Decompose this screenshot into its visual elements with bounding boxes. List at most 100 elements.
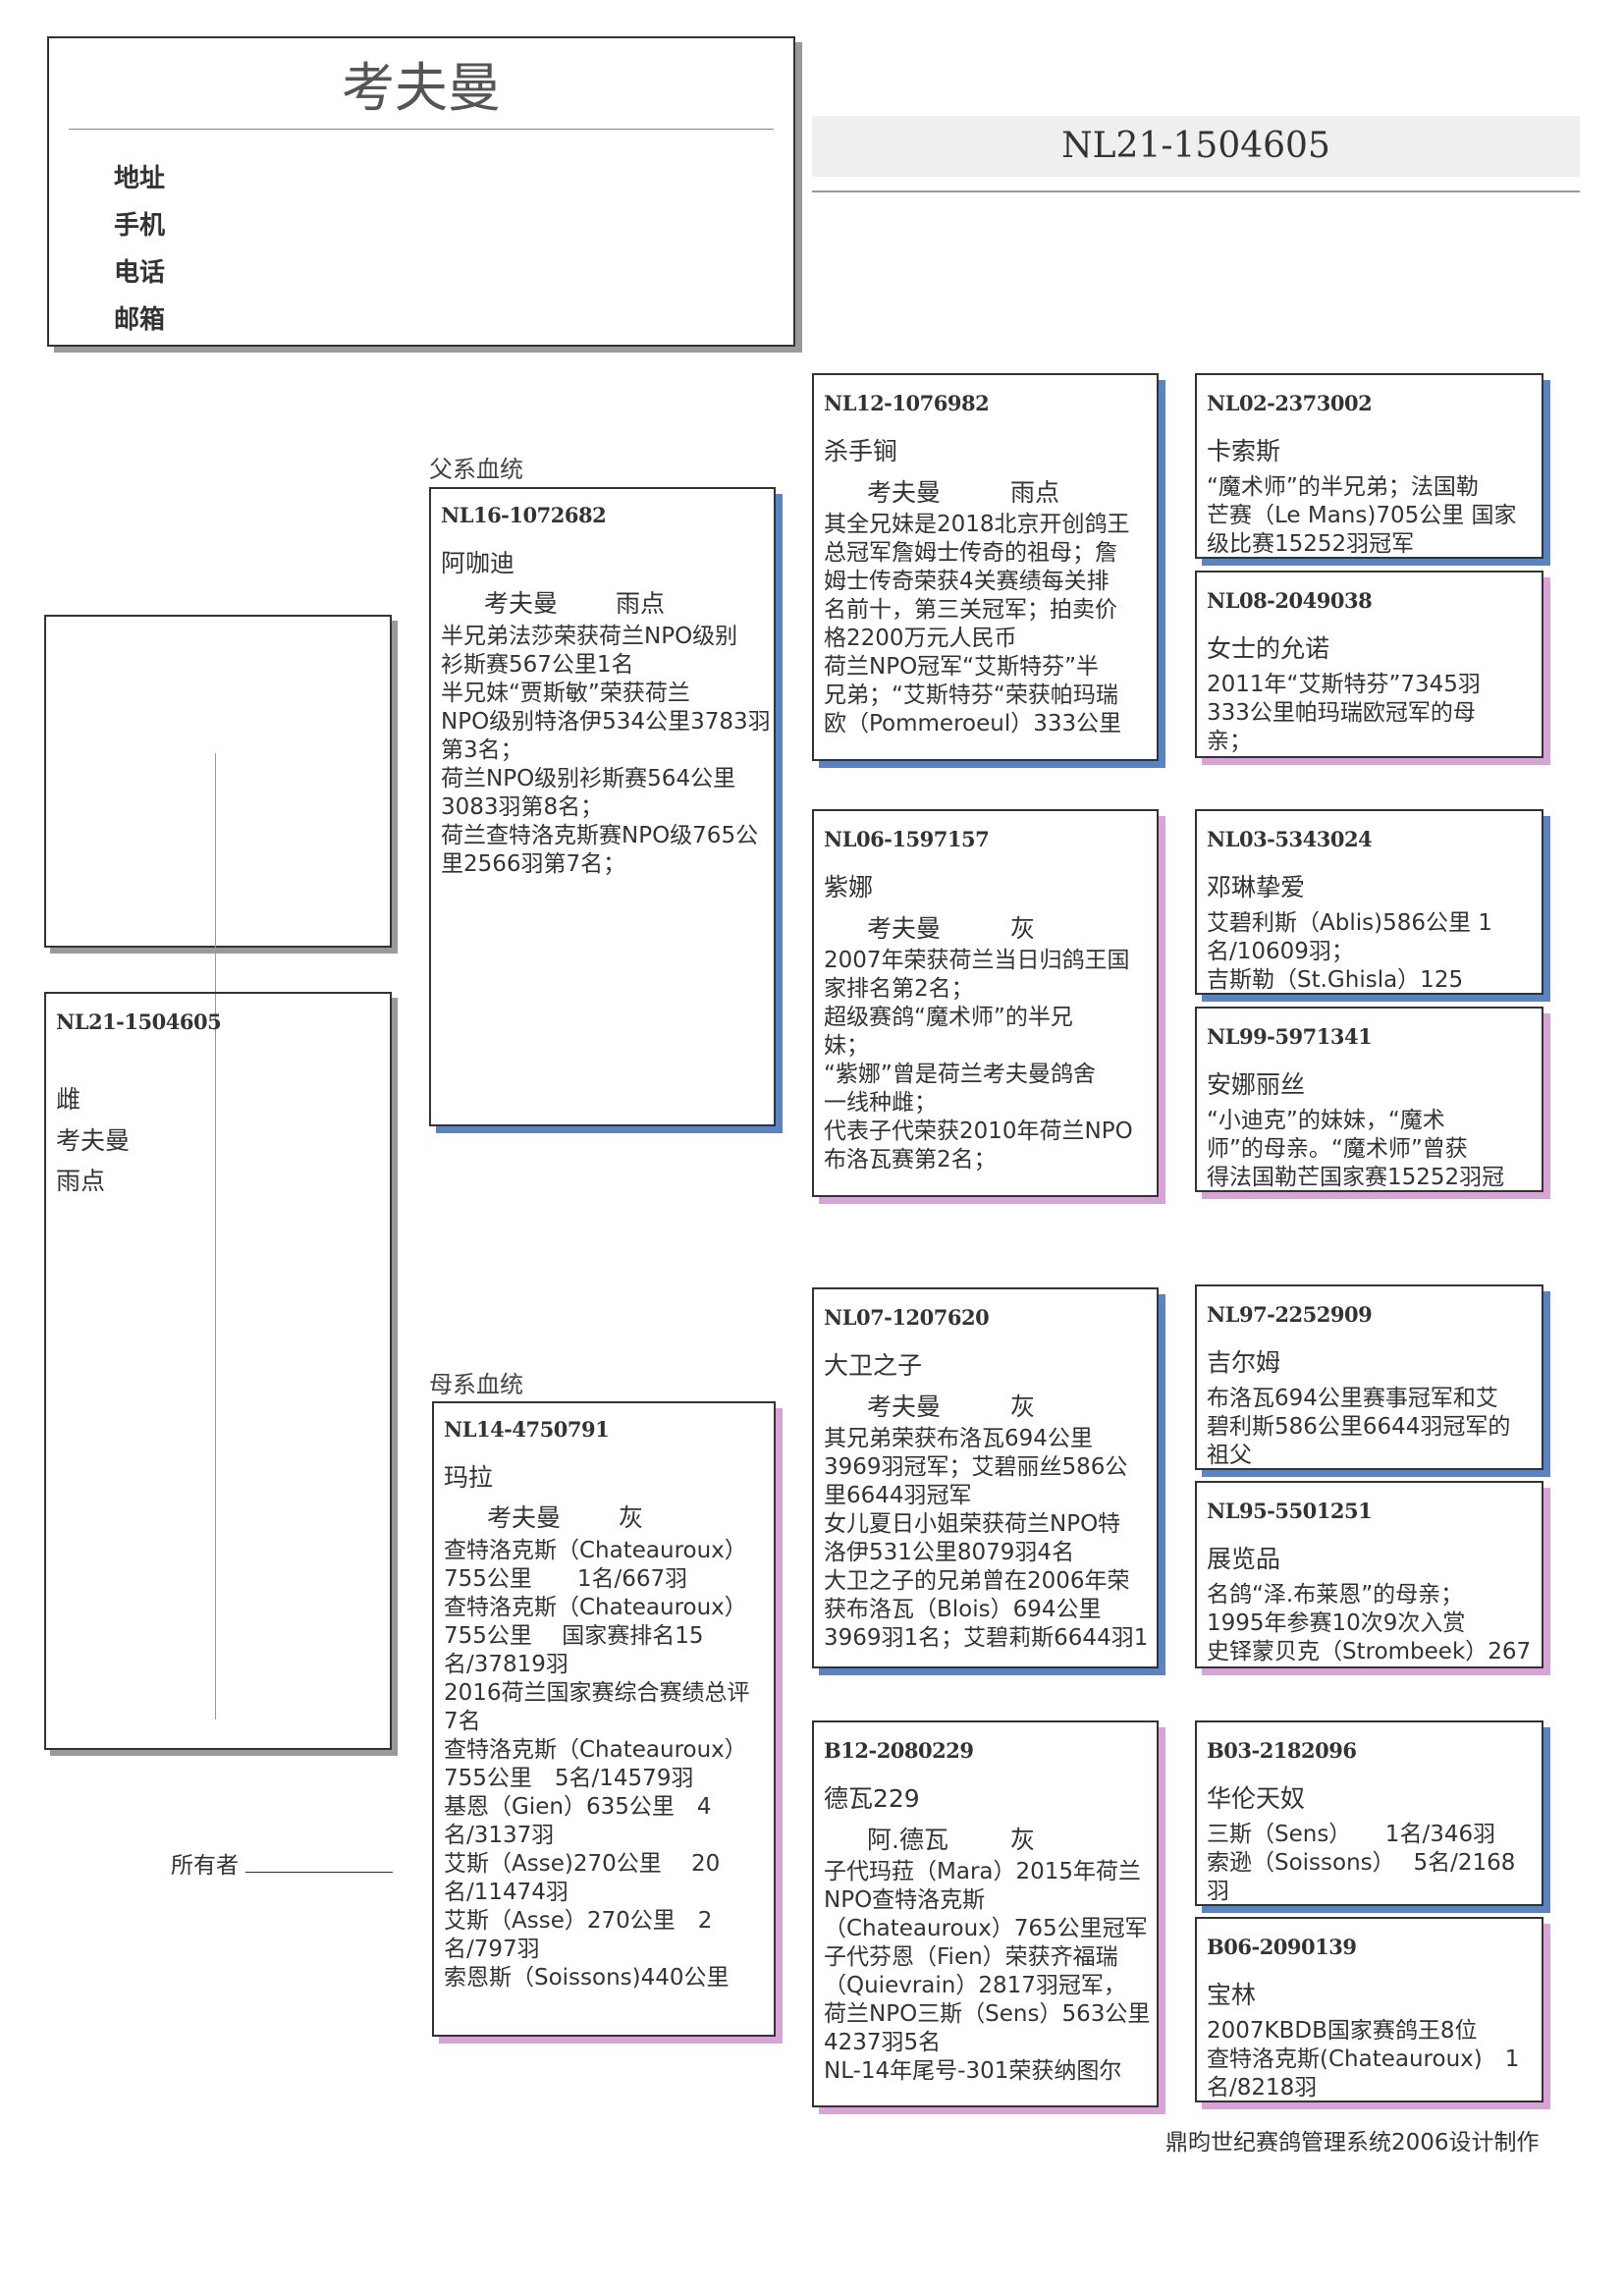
note-line: 基恩（Gien）635公里 4: [444, 1794, 712, 1820]
owner-signature-line: [245, 1872, 394, 1873]
breeder-name: 阿.德瓦: [867, 1826, 948, 1854]
note-line: “魔术师”的半兄弟；法国勒: [1207, 474, 1479, 500]
pigeon-name: 女士的允诺: [1207, 634, 1330, 663]
achievement-notes: 名鸽“泽.布莱恩”的母亲；1995年参赛10次9次入赏史铎蒙贝克（Strombe…: [1207, 1581, 1536, 1666]
note-line: 羽: [1207, 1879, 1229, 1904]
achievement-notes: 查特洛克斯（Chateauroux）755公里 1名/667羽查特洛克斯（Cha…: [444, 1537, 768, 1992]
note-line: 名/11474羽: [444, 1880, 568, 1905]
pigeon-name: 安娜丽丝: [1207, 1070, 1306, 1099]
note-line: 2016荷兰国家赛综合赛绩总评: [444, 1680, 750, 1706]
plumage-color: 灰: [1010, 1392, 1036, 1421]
sire-line-label: 父系血统: [429, 456, 523, 483]
note-line: 洛伊531公里8079羽4名: [824, 1540, 1075, 1565]
pigeon-name: 邓琳挚爱: [1207, 873, 1306, 901]
pedigree-divider: [812, 191, 1580, 192]
header-divider: [69, 129, 774, 130]
pigeon-name: 玛拉: [444, 1463, 494, 1492]
note-line: 荷兰NPO冠军“艾斯特芬”半: [824, 654, 1100, 680]
note-line: 里6644羽冠军: [824, 1483, 972, 1508]
owner-signature-field: 所有者: [171, 1846, 394, 1880]
note-line: 级比赛15252羽冠军: [1207, 531, 1415, 557]
note-line: 名/3137羽: [444, 1823, 555, 1848]
pigeon-name: 吉尔姆: [1207, 1348, 1281, 1377]
ring-number: B12-2080229: [824, 1738, 974, 1763]
note-line: 755公里 1名/667羽: [444, 1566, 688, 1592]
note-line: 总冠军詹姆士传奇的祖母；詹: [824, 540, 1117, 566]
note-line: 师”的母亲。“魔术师”曾获: [1207, 1136, 1468, 1162]
breeder-name: 考夫曼: [484, 589, 559, 618]
plumage-color: 雨点: [616, 589, 666, 618]
note-line: 755公里 国家赛排名15: [444, 1623, 704, 1649]
note-line: 一线种雌；: [824, 1090, 937, 1116]
note-line: 得法国勒芒国家赛15252羽冠: [1207, 1165, 1505, 1190]
note-line: 家排名第2名；: [824, 976, 974, 1002]
note-line: NPO查特洛克斯: [824, 1887, 986, 1913]
achievement-notes: 其全兄妹是2018北京开创鸽王总冠军詹姆士传奇的祖母；詹姆士传奇荣获4关赛绩每关…: [824, 511, 1151, 738]
pedigree-id-band: [812, 116, 1580, 177]
ring-number: NL08-2049038: [1207, 588, 1373, 613]
pigeon-name: 紫娜: [824, 873, 874, 901]
owner-header-card: 考夫曼 地址 手机 电话 邮箱: [47, 36, 795, 347]
mobile-label: 手机: [114, 211, 166, 241]
ring-number: NL07-1207620: [824, 1305, 990, 1330]
ring-number: NL16-1072682: [441, 503, 607, 527]
note-line: 获布洛瓦（Blois）694公里: [824, 1597, 1102, 1622]
note-line: 荷兰NPO三斯（Sens）563公里: [824, 2001, 1151, 2027]
note-line: 名/37819羽: [444, 1652, 568, 1677]
note-line: 查特洛克斯（Chateauroux）: [444, 1538, 747, 1563]
pedigree-card-ds-dam: NL95-5501251 展览品名鸽“泽.布莱恩”的母亲；1995年参赛10次9次…: [1195, 1481, 1543, 1668]
ring-number: NL03-5343024: [1207, 827, 1373, 851]
note-line: 布洛瓦赛第2名；: [824, 1147, 997, 1173]
note-line: 3969羽1名；艾碧莉斯6644羽1: [824, 1625, 1149, 1651]
ring-number: NL02-2373002: [1207, 391, 1373, 415]
tree-connector-line: [215, 753, 216, 1719]
pigeon-name: 展览品: [1207, 1545, 1281, 1573]
plumage-color: 灰: [619, 1503, 644, 1532]
subject-color: 雨点: [56, 1167, 106, 1195]
note-line: 妹；: [824, 1033, 869, 1059]
ring-number: NL95-5501251: [1207, 1499, 1373, 1523]
note-line: 子代玛菈（Mara）2015年荷兰: [824, 1859, 1142, 1884]
email-label: 邮箱: [114, 305, 166, 335]
note-line: 艾斯（Asse）270公里 2: [444, 1908, 713, 1934]
pigeon-name: 卡索斯: [1207, 437, 1281, 465]
software-credit: 鼎昀世纪赛鸽管理系统2006设计制作: [1165, 2130, 1540, 2156]
note-line: 芒赛（Le Mans)705公里 国家: [1207, 503, 1517, 528]
note-line: 3083羽第8名；: [441, 794, 604, 820]
note-line: 查特洛克斯（Chateauroux）: [444, 1737, 747, 1763]
plumage-color: 灰: [1010, 914, 1036, 943]
achievement-notes: “小迪克”的妹妹，“魔术师”的母亲。“魔术师”曾获得法国勒芒国家赛15252羽冠: [1207, 1107, 1536, 1190]
note-line: 女儿夏日小姐荣获荷兰NPO特: [824, 1511, 1121, 1537]
note-line: 荷兰查特洛克斯赛NPO级765公: [441, 823, 759, 848]
note-line: 2007年荣获荷兰当日归鸽王国: [824, 948, 1130, 973]
note-line: 格2200万元人民币: [824, 626, 1017, 651]
achievement-notes: 2007年荣获荷兰当日归鸽王国家排名第2名；超级赛鸽“魔术师”的半兄妹；“紫娜”…: [824, 947, 1151, 1174]
pigeon-name: 宝林: [1207, 1981, 1257, 2009]
note-line: 1995年参赛10次9次入赏: [1207, 1610, 1466, 1636]
note-line: 兄弟；“艾斯特芬“荣获帕玛瑞: [824, 682, 1118, 708]
note-line: 欧（Pommeroeul）333公里: [824, 711, 1122, 737]
note-line: 布洛瓦694公里赛事冠军和艾: [1207, 1386, 1498, 1411]
pedigree-ring-number: NL21-1504605: [1061, 126, 1330, 166]
ring-number: NL12-1076982: [824, 391, 990, 415]
breeder-name: 考夫曼: [867, 1392, 942, 1421]
note-line: 其兄弟荣获布洛瓦694公里: [824, 1426, 1093, 1451]
pigeon-name: 大卫之子: [824, 1351, 923, 1380]
note-line: 半兄妹“贾斯敏”荣获荷兰: [441, 681, 690, 706]
